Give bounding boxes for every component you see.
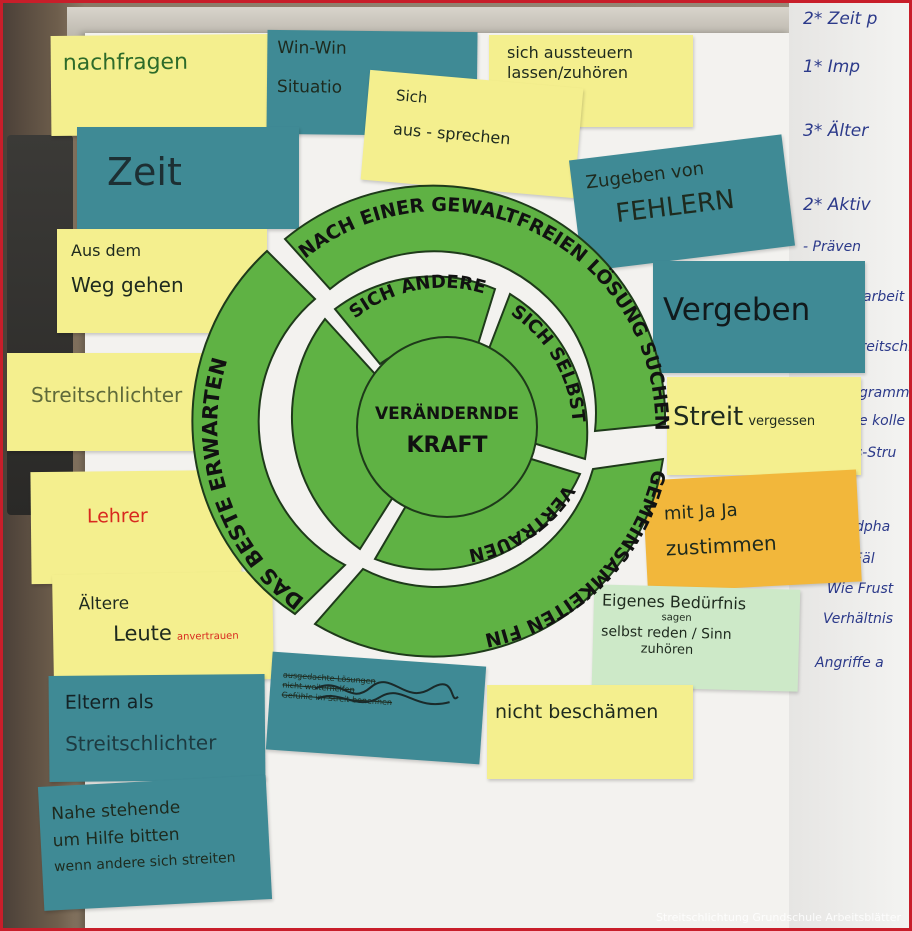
- note-text: Streitschlichter: [31, 383, 183, 407]
- right-paper-line: Wie Frust: [827, 581, 894, 597]
- note-text: mit Ja Ja: [663, 499, 739, 525]
- right-paper-line: 3* Älter: [803, 121, 869, 141]
- right-paper-line: e kolle: [859, 413, 906, 429]
- right-paper-line: dpha: [855, 519, 891, 535]
- wheel-segments: [191, 184, 667, 658]
- note-text: wenn andere sich streiten: [53, 849, 236, 875]
- note-text: sich aussteuern: [507, 43, 633, 62]
- note-vergeben: Vergeben: [653, 261, 865, 373]
- note-text: Eltern als: [64, 691, 154, 714]
- note-text: lassen/zuhören: [507, 63, 628, 82]
- note-beschaemen: nicht beschämen: [487, 685, 693, 779]
- outer-ring-segment: [191, 249, 347, 616]
- note-text: Zeit: [107, 150, 182, 194]
- note-text: vergessen: [748, 414, 816, 429]
- note-text: Weg gehen: [71, 273, 184, 297]
- right-paper-line: Angriffe a: [815, 655, 884, 671]
- note-text: Aus dem: [71, 241, 142, 260]
- note-text: aus - sprechen: [392, 118, 512, 149]
- note-text: zustimmen: [665, 530, 778, 561]
- right-paper-line: s-Stru: [855, 445, 897, 461]
- note-text: Sich: [395, 86, 429, 107]
- right-paper-line: gramm: [859, 385, 910, 401]
- note-streit-vergessen: Streit vergessen: [667, 377, 861, 475]
- right-paper-line: 2* Zeit p: [803, 9, 878, 29]
- note-zeit: Zeit: [77, 127, 299, 229]
- right-paper-line: 2* Aktiv: [803, 195, 871, 215]
- note-text: Lehrer: [86, 504, 148, 528]
- note-text: Vergeben: [663, 292, 811, 328]
- outer-ring-segment: [283, 184, 667, 433]
- watermark: Streitschlichtung Grundschule Arbeitsblä…: [656, 911, 901, 924]
- wheel-center-line-2: KRAFT: [406, 433, 487, 458]
- note-crossed-out: ausgedachte Lösungen nicht weiterhelfen …: [265, 651, 487, 765]
- note-streitschlichter: Streitschlichter: [7, 353, 217, 451]
- note-nachfragen: nachfragen: [50, 34, 272, 136]
- right-paper-line: arbeit: [863, 289, 905, 305]
- note-text: nachfragen: [62, 49, 189, 76]
- note-eltern: Eltern als Streitschlichter: [48, 674, 266, 782]
- right-paper-line: treitschl: [855, 339, 912, 355]
- center-circle: [356, 336, 538, 518]
- right-paper-line: 1* Imp: [803, 57, 861, 77]
- right-paper-line: Verhältnis: [823, 611, 894, 627]
- right-paper-line: - Präven: [803, 239, 862, 255]
- note-text: nicht beschämen: [495, 701, 659, 723]
- note-text: Win-Win: [277, 38, 347, 59]
- note-nahe-stehende: Nahe stehende um Hilfe bitten wenn ander…: [37, 775, 273, 911]
- note-text: Streitschlichter: [65, 730, 217, 756]
- note-text: Nahe stehende: [50, 797, 181, 825]
- wheel-center-line-1: VERÄNDERNDE: [375, 402, 519, 424]
- wheel-diagram: NACH EINER GEWALTFREIEN LÖSUNG SUCHEN DA…: [185, 169, 672, 658]
- scribble-icon: [314, 681, 459, 705]
- note-text: um Hilfe bitten: [52, 824, 181, 852]
- note-text: Streit: [673, 402, 744, 432]
- outer-ring-segment: [313, 457, 665, 658]
- note-text: Leute: [112, 621, 173, 647]
